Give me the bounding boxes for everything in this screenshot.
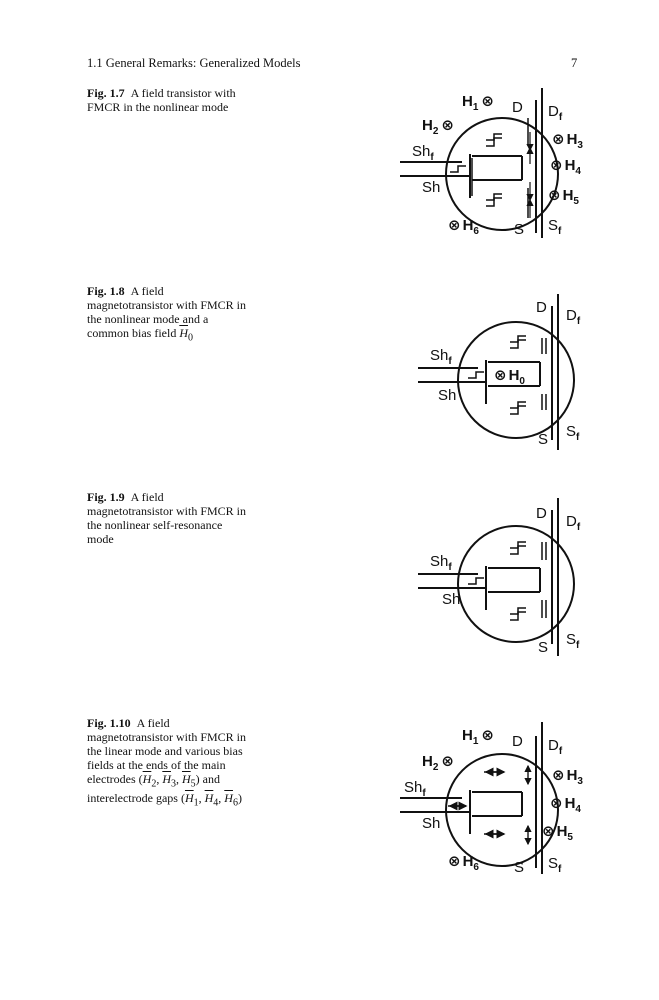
source-label: S — [538, 639, 548, 656]
bias-field-symbol: H — [179, 326, 188, 340]
H3-label: ⊗H3 — [552, 767, 583, 787]
drain-f-label: Df — [566, 307, 581, 327]
device-circle — [445, 117, 559, 231]
drain-label: D — [536, 505, 547, 522]
caption-text: A field magnetotransistor with FMCR in t… — [87, 284, 246, 340]
source-f-label: Sf — [566, 423, 580, 443]
device-circle — [457, 321, 575, 439]
caption-fig-1-10: Fig. 1.10 A field magnetotransistor with… — [87, 716, 246, 809]
caption-text: A field magnetotransistor with FMCR in t… — [87, 716, 246, 786]
source-label: S — [514, 221, 524, 238]
shutter-label: Sh — [422, 179, 440, 196]
device-circle — [457, 525, 575, 643]
drain-f-label: Df — [548, 103, 563, 123]
source-label: S — [538, 431, 548, 448]
page-number: 7 — [571, 56, 578, 70]
running-title: 1.1 General Remarks: Generalized Models — [87, 56, 301, 70]
source-f-label: Sf — [566, 631, 580, 651]
H0-label: ⊗H0 — [494, 367, 525, 387]
shutter-f-label: Shf — [430, 553, 452, 573]
H4-label: ⊗H4 — [550, 157, 581, 177]
caption-fig-1-7: Fig. 1.7 A field transistor with FMCR in… — [87, 86, 247, 114]
caption-text: A field transistor with FMCR in the nonl… — [87, 86, 236, 114]
H5-label: ⊗H5 — [542, 823, 573, 843]
H4-label: ⊗H4 — [550, 795, 581, 815]
figure-label: Fig. 1.7 — [87, 86, 125, 100]
caption-text: A field magnetotransistor with FMCR in t… — [87, 490, 246, 546]
shutter-f-label: Shf — [412, 143, 434, 163]
drain-label: D — [512, 99, 523, 116]
caption-fig-1-8: Fig. 1.8 A field magnetotransistor with … — [87, 284, 246, 344]
drain-label: D — [536, 299, 547, 316]
H5-label: ⊗H5 — [548, 187, 579, 207]
drain-f-label: Df — [548, 737, 563, 757]
shutter-f-label: Shf — [404, 779, 426, 799]
shutter-f-label: Shf — [430, 347, 452, 367]
H6-label: ⊗H6 — [448, 217, 479, 237]
H3-label: ⊗H3 — [552, 131, 583, 151]
H1-label: H1⊗ — [462, 727, 494, 747]
figure-1-9-diagram: D Df Shf Sh S Sf — [418, 498, 581, 656]
figure-label: Fig. 1.9 — [87, 490, 125, 504]
figure-1-10-diagram: H1⊗ D Df H2⊗ ⊗H3 Shf ⊗H4 Sh ⊗H5 ⊗H6 S Sf — [400, 722, 583, 876]
source-f-label: Sf — [548, 217, 562, 237]
caption-fig-1-9: Fig. 1.9 A field magnetotransistor with … — [87, 490, 247, 546]
source-f-label: Sf — [548, 855, 562, 875]
H2-label: H2⊗ — [422, 753, 454, 773]
figure-1-8-diagram: D Df Shf ⊗H0 Sh S Sf — [418, 294, 581, 450]
H2-label: H2⊗ — [422, 117, 454, 137]
source-label: S — [514, 859, 524, 876]
figure-label: Fig. 1.8 — [87, 284, 125, 298]
shutter-label: Sh — [438, 387, 456, 404]
drain-f-label: Df — [566, 513, 581, 533]
figure-1-7-diagram: H1⊗ D Df H2⊗ ⊗H3 Shf ⊗H4 Sh ⊗H5 ⊗H6 S Sf — [400, 88, 583, 238]
shutter-label: Sh — [442, 591, 460, 608]
device-circle — [445, 753, 559, 867]
H6-label: ⊗H6 — [448, 853, 479, 873]
figure-label: Fig. 1.10 — [87, 716, 131, 730]
H1-label: H1⊗ — [462, 93, 494, 113]
drain-label: D — [512, 733, 523, 750]
shutter-label: Sh — [422, 815, 440, 832]
